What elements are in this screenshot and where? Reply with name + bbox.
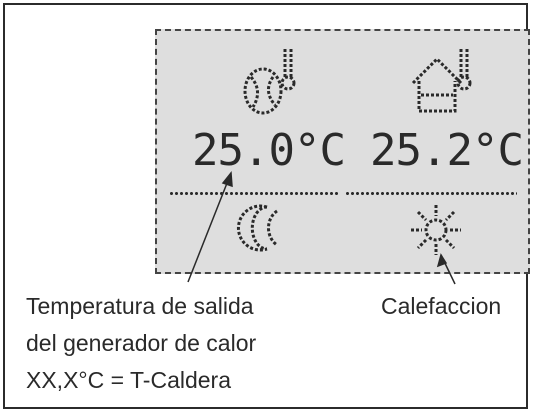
outlet-temperature-readout: 25.0°C xyxy=(192,125,346,176)
right-arrowhead xyxy=(436,253,448,268)
heating-mode-annotation: Calefaccion xyxy=(381,293,502,319)
lcd-display: 25.0°C 25.2°C xyxy=(155,29,530,274)
sun-icon xyxy=(411,205,461,255)
right-divider xyxy=(345,191,517,197)
outlet-temp-annotation-line1: Temperatura de salida xyxy=(26,293,254,319)
outlet-temp-annotation-line3: XX,X°C = T-Caldera xyxy=(26,367,232,393)
boiler-thermometer-icon xyxy=(243,49,296,115)
room-temperature-readout: 25.2°C xyxy=(370,125,524,176)
left-arrowhead xyxy=(221,171,233,188)
figure-frame: 25.0°C 25.2°C xyxy=(3,3,530,409)
moon-icon xyxy=(236,204,278,252)
left-divider xyxy=(169,191,339,197)
house-thermometer-icon xyxy=(411,49,472,113)
outlet-temp-annotation-line2: del generador de calor xyxy=(26,330,257,356)
left-leader-line xyxy=(187,172,232,283)
